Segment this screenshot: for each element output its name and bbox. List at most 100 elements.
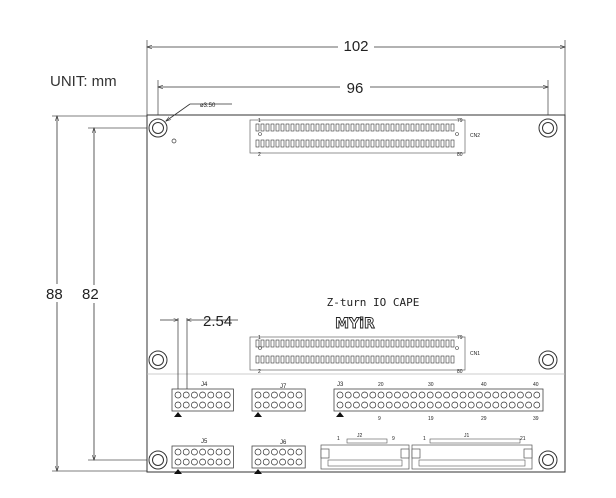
pin — [440, 123, 445, 132]
mounting-hole-bottom-right — [538, 450, 558, 470]
pin — [450, 139, 455, 148]
j3-mark-29: 29 — [481, 416, 487, 422]
header-pin — [207, 391, 215, 399]
pin — [290, 339, 295, 348]
header-pin — [336, 401, 344, 409]
pin — [350, 123, 355, 132]
pin — [340, 139, 345, 148]
cn1-pin-2: 2 — [258, 369, 261, 375]
header-pin — [426, 401, 434, 409]
pin — [430, 339, 435, 348]
header-pin — [459, 401, 467, 409]
j2-label: J2 — [357, 433, 363, 439]
header-pin — [182, 458, 190, 466]
header-pin — [295, 391, 303, 399]
header-pin — [223, 391, 231, 399]
cn2-pin-1: 1 — [258, 118, 261, 124]
pin — [360, 339, 365, 348]
pin — [300, 355, 305, 364]
pin — [315, 355, 320, 364]
cn2-pin-rows — [255, 123, 455, 148]
header-pin — [199, 401, 206, 409]
pin — [360, 123, 365, 132]
pin — [335, 139, 340, 148]
header-pin — [279, 458, 286, 466]
header-pin — [369, 401, 377, 409]
pin — [310, 139, 315, 148]
pin — [405, 339, 410, 348]
pin — [320, 123, 325, 132]
header-pin — [418, 391, 426, 399]
pin-pitch-callout: 2.54 — [160, 313, 238, 398]
pin — [325, 123, 330, 132]
pin — [440, 339, 445, 348]
header-pin — [492, 391, 500, 399]
pin — [330, 123, 335, 132]
cn1-label: CN1 — [470, 351, 480, 357]
pin — [435, 355, 440, 364]
header-pin — [279, 448, 286, 456]
header-pin — [402, 391, 409, 399]
j3-mark-19: 19 — [428, 416, 434, 422]
cn1-pin-80: 80 — [457, 369, 463, 375]
header-pin — [435, 401, 442, 409]
pin — [295, 123, 300, 132]
header-pin — [279, 391, 286, 399]
header-pin — [525, 401, 532, 409]
pin — [285, 123, 290, 132]
header-pin — [344, 401, 352, 409]
j5-label: J5 — [201, 439, 208, 445]
pin — [430, 355, 435, 364]
pin — [340, 339, 345, 348]
fiducial-mark — [171, 138, 177, 144]
pin — [365, 139, 370, 148]
mounting-hole-top-left — [148, 118, 168, 138]
pin — [390, 339, 395, 348]
pin — [260, 139, 265, 148]
header-pin — [369, 391, 377, 399]
pin — [380, 355, 385, 364]
pin — [265, 123, 270, 132]
header-pin — [459, 391, 467, 399]
header-pin — [385, 401, 393, 409]
header-pin — [207, 401, 215, 409]
pin — [400, 355, 405, 364]
pin — [445, 139, 450, 148]
pin — [420, 123, 425, 132]
pin — [355, 339, 360, 348]
header-pin — [344, 391, 352, 399]
pin — [330, 339, 335, 348]
header-pin — [295, 448, 303, 456]
pin — [360, 139, 365, 148]
pin — [340, 123, 345, 132]
pin — [350, 355, 355, 364]
pin — [265, 139, 270, 148]
pin — [450, 123, 455, 132]
pin — [295, 139, 300, 148]
header-pin — [533, 401, 541, 409]
header-pin — [191, 401, 198, 409]
pin — [290, 355, 295, 364]
hole-spacing-vertical-value: 82 — [82, 286, 99, 303]
header-pin — [174, 391, 182, 399]
pin — [330, 139, 335, 148]
header-pin — [215, 458, 223, 466]
pin — [295, 339, 300, 348]
pin — [380, 139, 385, 148]
pin — [275, 355, 280, 364]
pin — [285, 339, 290, 348]
j3-mark-9: 9 — [378, 416, 381, 422]
connector-cn1: 1 79 2 80 CN1 — [249, 335, 480, 375]
header-pin — [287, 391, 295, 399]
pin — [385, 139, 390, 148]
pin — [300, 139, 305, 148]
header-pin — [287, 401, 295, 409]
pin — [380, 123, 385, 132]
pin — [370, 339, 375, 348]
connector-j4: J4 — [171, 382, 234, 417]
pin — [435, 139, 440, 148]
pin — [430, 139, 435, 148]
pin — [355, 123, 360, 132]
header-pin — [191, 391, 198, 399]
pin — [405, 139, 410, 148]
